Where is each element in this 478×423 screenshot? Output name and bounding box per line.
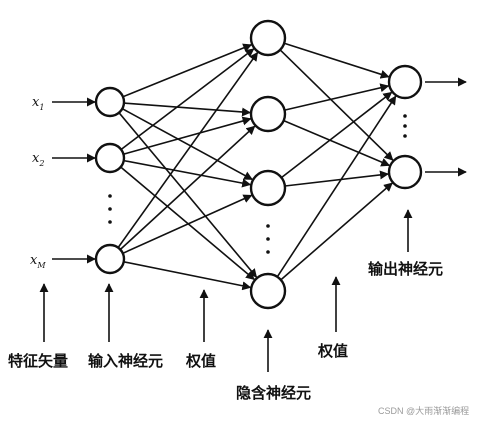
connection-input-2-hidden-3 (123, 159, 252, 188)
hidden-neuron-3 (249, 169, 287, 207)
connection-input-1-hidden-2 (123, 102, 251, 117)
connection-input-1-hidden-4 (118, 112, 258, 278)
connection-hidden-2-output-2 (283, 119, 391, 167)
output-neuron-1 (387, 64, 423, 100)
io-arrows (52, 77, 467, 264)
connection-hidden-4-output-1 (276, 95, 397, 278)
connection-input-1-hidden-1 (122, 43, 253, 98)
ellipsis-dot-3-2 (403, 124, 407, 128)
connection-input-3-hidden-2 (119, 125, 256, 251)
input-neuron-1 (94, 86, 126, 118)
watermark-text: CSDN @大雨渐渐编程 (378, 405, 469, 416)
input-neuron-label: 输入神经元 (88, 352, 163, 370)
output-neuron-label: 输出神经元 (368, 260, 443, 278)
input-label-x2: x2 (32, 151, 44, 168)
ellipsis-dot-3-3 (403, 134, 407, 138)
connection-hidden-4-output-2 (280, 182, 393, 281)
input-label-xm: xM (30, 253, 46, 270)
ellipsis-dot-2-3 (266, 250, 270, 254)
connection-hidden-3-output-1 (280, 91, 393, 179)
connection-hidden-1-output-1 (283, 42, 390, 79)
hidden-neuron-4 (249, 272, 287, 310)
input-neuron-3 (94, 243, 126, 275)
feature-vector-label: 特征矢量 (8, 352, 68, 370)
ellipsis-dots (108, 114, 407, 254)
input-neuron-2 (94, 142, 126, 174)
input-label-x1: x1 (32, 95, 44, 112)
weight-1-label: 权值 (185, 352, 216, 370)
connection-input-1-hidden-3 (121, 107, 253, 181)
connection-hidden-1-output-2 (279, 49, 394, 161)
weight-2-label: 权值 (317, 342, 348, 360)
ellipsis-dot-1-1 (108, 194, 112, 198)
hidden-output-connections (276, 42, 397, 281)
ellipsis-dot-1-3 (108, 220, 112, 224)
connection-hidden-3-output-2 (284, 170, 389, 187)
output-neuron-2 (387, 154, 423, 190)
connection-input-3-hidden-4 (123, 261, 252, 291)
hidden-neuron-2 (249, 95, 287, 133)
connection-input-3-hidden-3 (122, 194, 253, 255)
input-hidden-connections (117, 43, 259, 291)
connection-input-2-hidden-2 (123, 116, 252, 155)
connection-hidden-2-output-1 (284, 83, 390, 111)
neuron-nodes (94, 19, 423, 310)
connection-input-2-hidden-4 (120, 166, 255, 281)
connection-input-3-hidden-1 (117, 51, 259, 249)
connection-input-2-hidden-1 (120, 48, 255, 151)
ellipsis-dot-2-1 (266, 224, 270, 228)
ellipsis-dot-3-1 (403, 114, 407, 118)
ellipsis-dot-1-2 (108, 207, 112, 211)
ellipsis-dot-2-2 (266, 237, 270, 241)
hidden-neuron-label: 隐含神经元 (236, 384, 311, 402)
hidden-neuron-1 (249, 19, 287, 57)
